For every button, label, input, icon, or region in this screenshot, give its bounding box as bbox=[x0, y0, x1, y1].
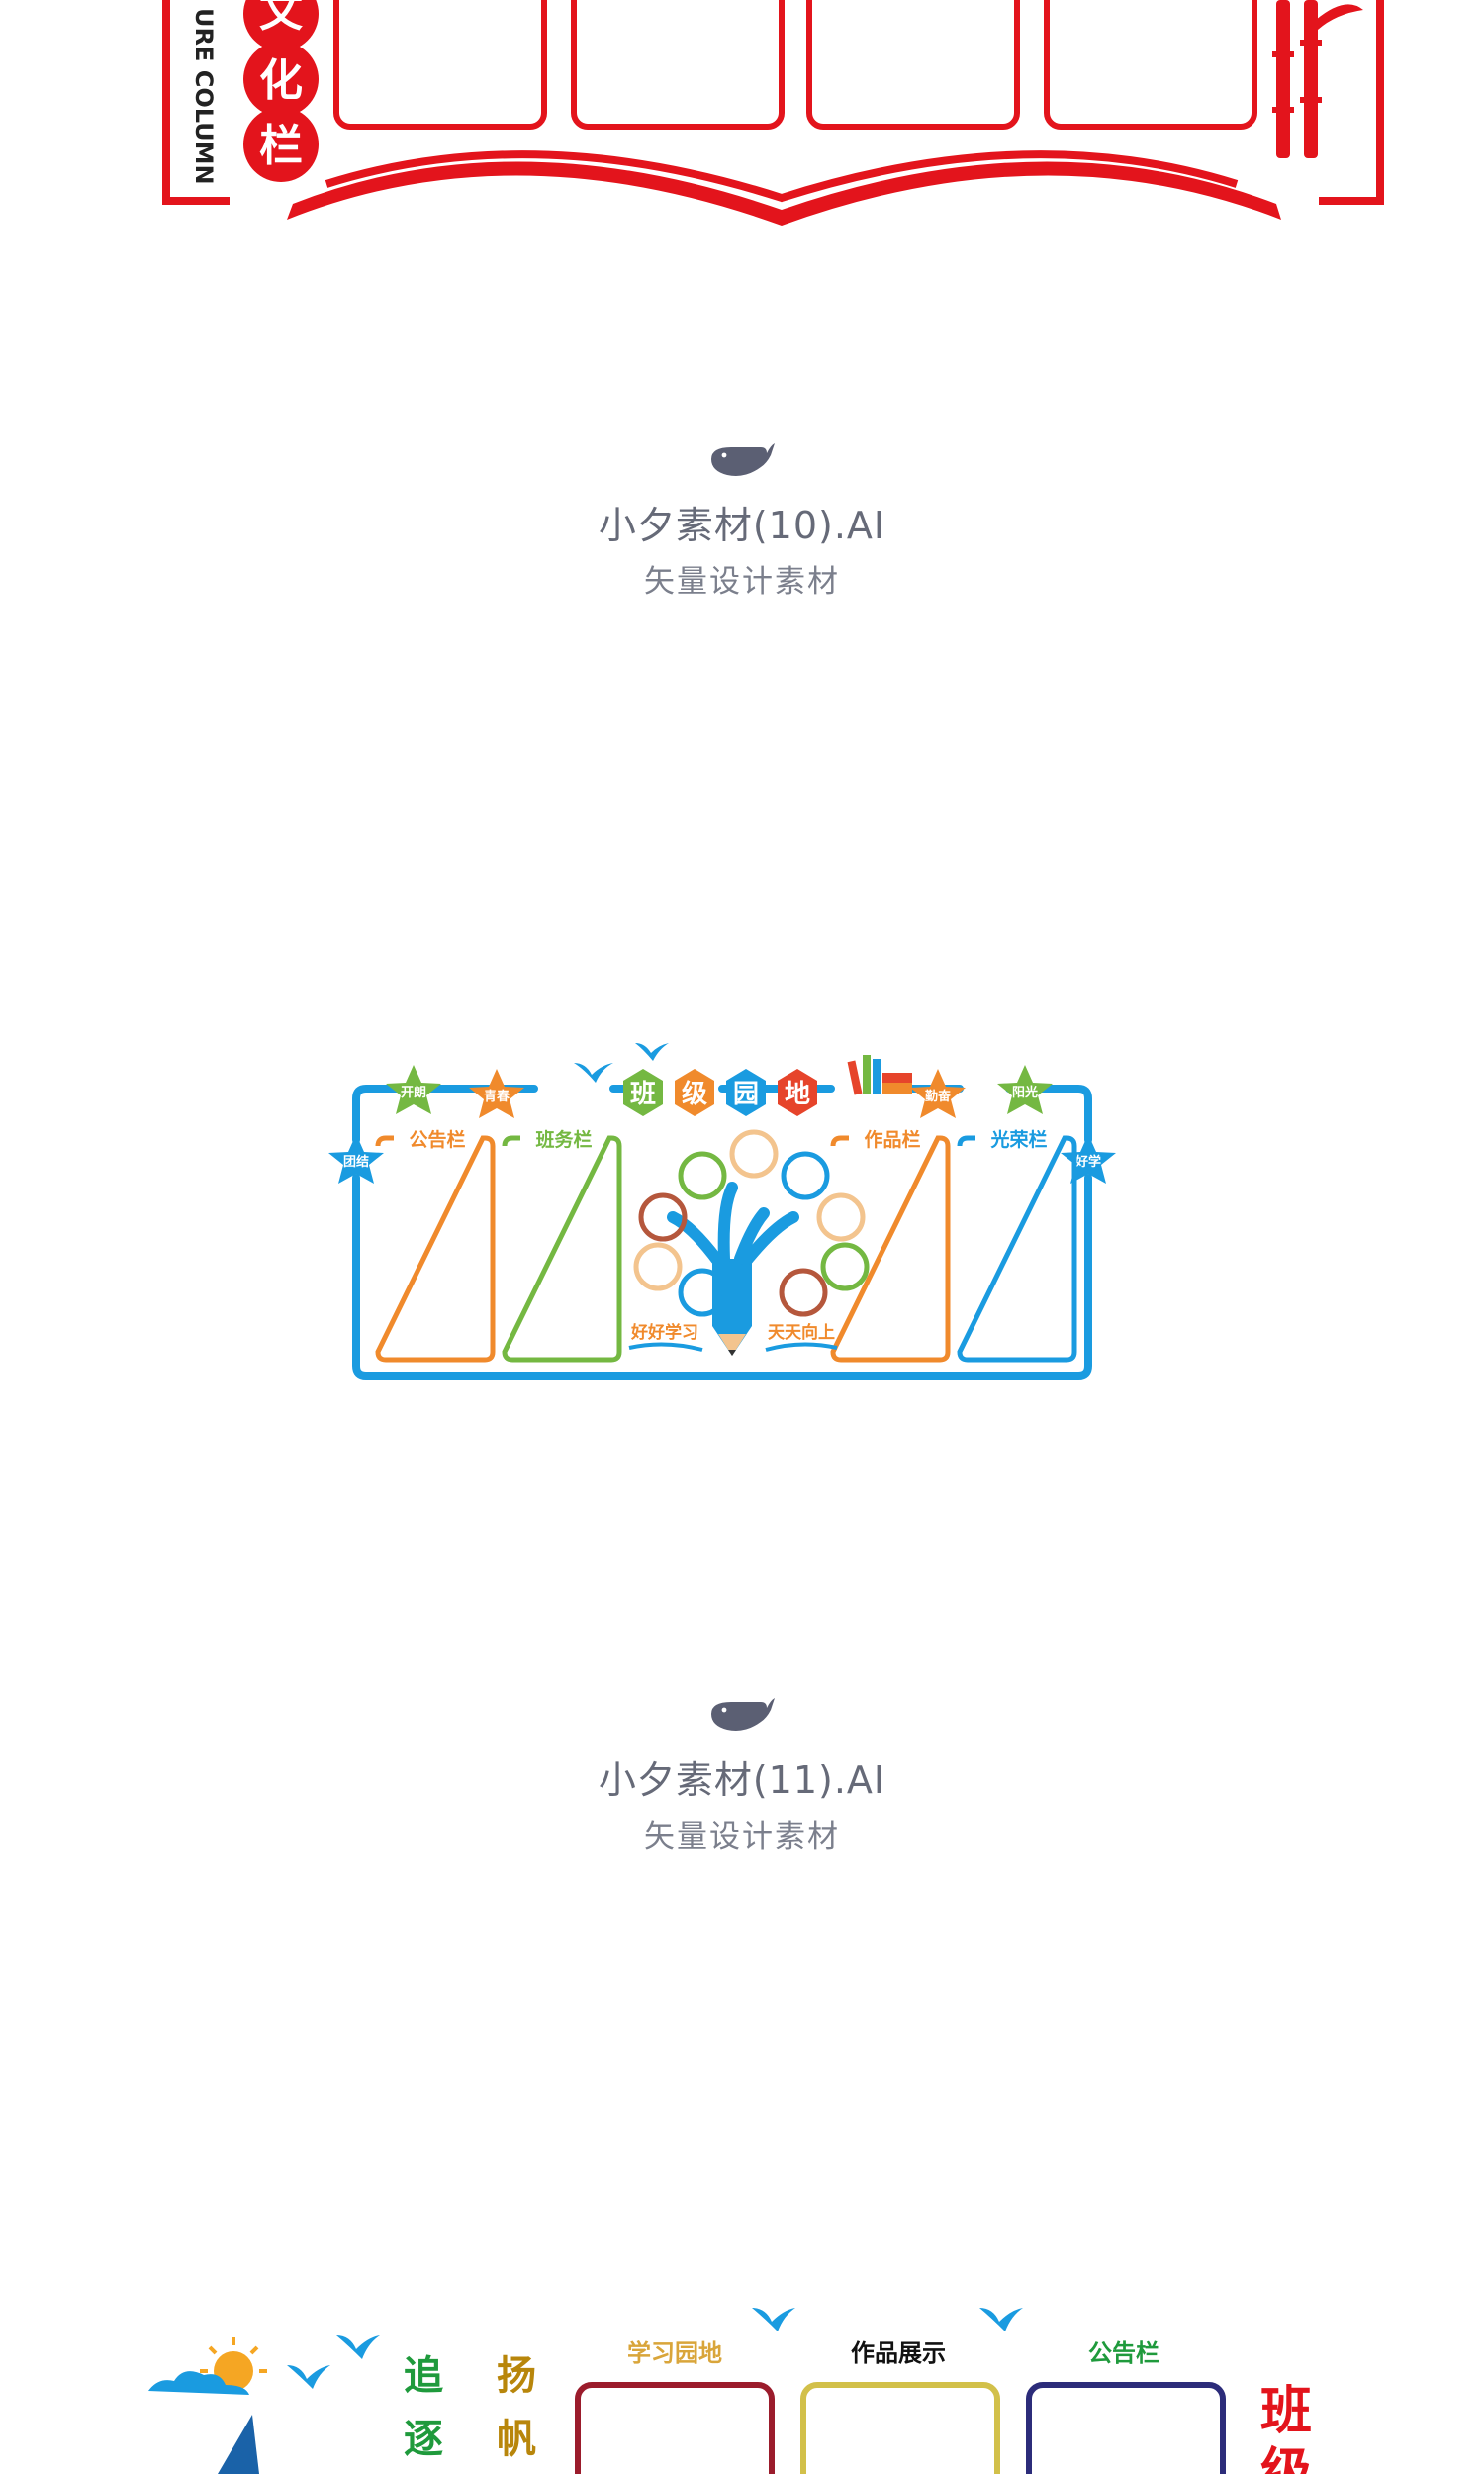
header-notice: 公告栏 bbox=[1088, 2339, 1159, 2367]
frame-2 bbox=[571, 0, 785, 130]
panel-announcement: 公告栏 bbox=[375, 1128, 496, 1363]
bird-icon bbox=[979, 2308, 1023, 2331]
title-char-2: 化 bbox=[259, 55, 303, 106]
bird-icon bbox=[287, 2365, 330, 2389]
english-vertical-label: URE COLUMN bbox=[190, 8, 218, 185]
verse-left-2: 逐 bbox=[404, 2417, 443, 2462]
panel-class-affairs: 班务栏 bbox=[502, 1128, 622, 1363]
bird-icon bbox=[635, 1043, 669, 1061]
side-title-1: 班 bbox=[1260, 2382, 1312, 2441]
item-subtitle: 矢量设计素材 bbox=[644, 564, 840, 600]
fish-logo-icon bbox=[711, 443, 775, 476]
svg-text:班务栏: 班务栏 bbox=[535, 1128, 592, 1151]
title-char-ban: 班 bbox=[630, 1080, 656, 1109]
verse-left-1: 追 bbox=[404, 2353, 443, 2399]
item-subtitle: 矢量设计素材 bbox=[644, 1819, 840, 1855]
bamboo-decoration bbox=[1272, 0, 1363, 158]
item-title: 小夕素材(11).AI bbox=[598, 1759, 886, 1802]
class-garden-design: 班 级 园 地 开朗 青春 勤奋 阳光 团结 好学 公告栏 班务栏 作品栏 光 bbox=[328, 1043, 1116, 1380]
title-char-yuan: 园 bbox=[733, 1080, 759, 1109]
header-works: 作品展示 bbox=[851, 2339, 946, 2367]
title-hexagons bbox=[623, 1069, 817, 1116]
slogan-left: 好好学习 bbox=[630, 1322, 698, 1343]
star-badge-yangguang: 阳光 bbox=[997, 1065, 1053, 1114]
left-bracket bbox=[162, 0, 230, 205]
star-badge-tuanjie: 团结 bbox=[328, 1134, 384, 1184]
title-char-3: 栏 bbox=[259, 121, 303, 171]
frame-works bbox=[800, 2382, 1000, 2474]
panel-works: 作品栏 bbox=[830, 1128, 951, 1363]
star-badge-kailang: 开朗 bbox=[386, 1065, 441, 1114]
slogan-right: 天天向上 bbox=[768, 1322, 835, 1343]
header-study: 学习园地 bbox=[627, 2339, 722, 2367]
frame-4 bbox=[1044, 0, 1257, 130]
fish-logo-icon bbox=[711, 1698, 775, 1731]
svg-text:团结: 团结 bbox=[343, 1154, 369, 1170]
svg-text:开朗: 开朗 bbox=[401, 1085, 426, 1100]
svg-text:阳光: 阳光 bbox=[1012, 1085, 1038, 1100]
frame-study bbox=[575, 2382, 775, 2474]
svg-text:好学: 好学 bbox=[1074, 1154, 1101, 1170]
svg-text:青春: 青春 bbox=[484, 1089, 510, 1104]
culture-column-design: URE COLUMN 文 化 栏 bbox=[162, 0, 1384, 226]
svg-text:光荣栏: 光荣栏 bbox=[989, 1128, 1047, 1151]
photo-circles bbox=[633, 1129, 870, 1317]
item-title: 小夕素材(10).AI bbox=[598, 504, 886, 547]
frame-3 bbox=[806, 0, 1020, 130]
svg-text:作品栏: 作品栏 bbox=[864, 1128, 920, 1151]
right-bracket bbox=[1319, 0, 1384, 205]
svg-text:勤奋: 勤奋 bbox=[925, 1089, 952, 1104]
verse-right-1: 扬 bbox=[497, 2353, 536, 2399]
title-char-1: 文 bbox=[259, 0, 303, 37]
sun-icon bbox=[200, 2337, 267, 2391]
learning-garden-design: 追 逐 扬 帆 学习园地 作品展示 公告栏 班 级 bbox=[148, 2308, 1312, 2474]
cloud-icon bbox=[148, 2371, 249, 2395]
book-base bbox=[287, 161, 1281, 226]
title-char-ji: 级 bbox=[682, 1079, 707, 1109]
bird-icon bbox=[752, 2308, 795, 2331]
side-title-2: 级 bbox=[1260, 2443, 1312, 2474]
svg-text:公告栏: 公告栏 bbox=[409, 1128, 465, 1151]
bird-icon bbox=[574, 1063, 613, 1083]
verse-right-2: 帆 bbox=[497, 2417, 536, 2462]
books-icon bbox=[847, 1055, 912, 1095]
star-badge-qinfen: 勤奋 bbox=[910, 1069, 966, 1118]
panel-honor: 光荣栏 bbox=[957, 1128, 1077, 1363]
frame-1 bbox=[333, 0, 547, 130]
bird-icon bbox=[336, 2335, 380, 2359]
star-badge-qingchun: 青春 bbox=[469, 1069, 524, 1118]
sailboat-icon bbox=[218, 2415, 259, 2474]
title-char-di: 地 bbox=[785, 1080, 810, 1109]
frame-notice bbox=[1026, 2382, 1226, 2474]
